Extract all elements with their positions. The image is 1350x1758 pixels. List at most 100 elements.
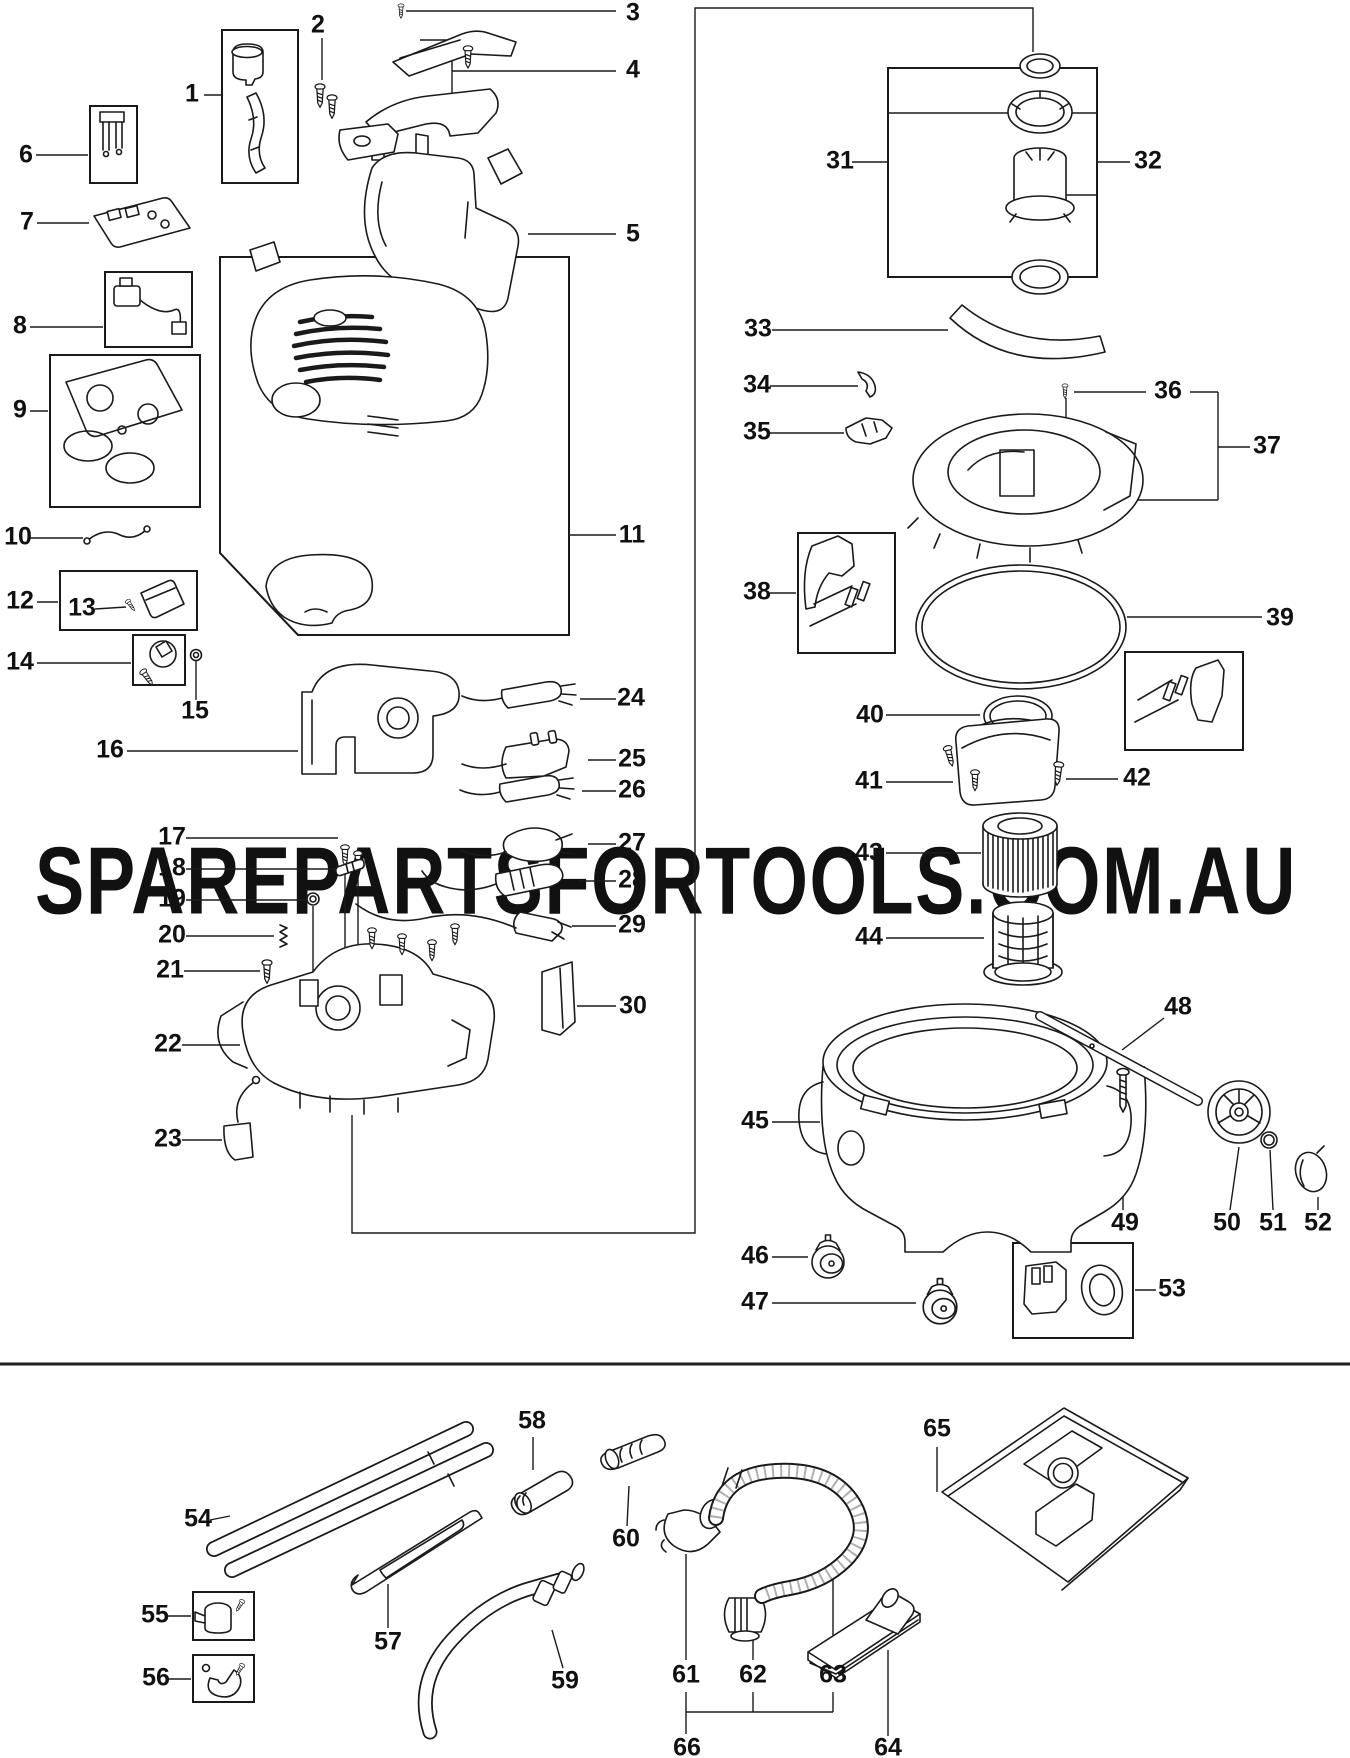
- part-45-drawing: [798, 1003, 1147, 1253]
- part-9-box: [49, 354, 201, 508]
- part-25-drawing: [461, 729, 570, 779]
- part-24-drawing: [461, 680, 577, 709]
- part-label-27: 27: [618, 829, 646, 857]
- part-38-box: [797, 532, 896, 654]
- part-12-box: [59, 570, 198, 631]
- part-44-drawing: [983, 901, 1063, 986]
- part-label-65: 65: [923, 1415, 951, 1443]
- part-27-drawing: [459, 827, 576, 863]
- part-8-box: [104, 271, 193, 348]
- part-label-14: 14: [6, 648, 34, 676]
- part-label-20: 20: [158, 921, 186, 949]
- part-label-57: 57: [374, 1628, 402, 1656]
- part-label-17: 17: [158, 823, 186, 851]
- part-41-drawing: [942, 717, 1060, 806]
- part-label-48: 48: [1164, 993, 1192, 1021]
- part-48-drawing: [1035, 1011, 1203, 1106]
- part-51-drawing: [1260, 1131, 1278, 1149]
- part-60-drawing: [600, 1433, 666, 1471]
- part-65-drawing: [941, 1407, 1189, 1591]
- part-label-50: 50: [1213, 1209, 1241, 1237]
- part-label-59: 59: [551, 1667, 579, 1695]
- part-label-45: 45: [741, 1107, 769, 1135]
- part-label-66: 66: [673, 1734, 701, 1758]
- part-label-1: 1: [185, 80, 199, 108]
- part-label-11: 11: [619, 521, 646, 549]
- part-label-62: 62: [739, 1661, 767, 1689]
- part-30-drawing: [541, 961, 576, 1036]
- part-31-box: [887, 67, 1098, 278]
- part-38-drawing: [803, 535, 871, 627]
- part-label-61: 61: [672, 1661, 700, 1689]
- part-63-drawing: [708, 1462, 869, 1604]
- part-14-drawing: [138, 640, 177, 688]
- group-boxes: [49, 29, 1244, 1703]
- part-label-28: 28: [618, 866, 646, 894]
- part-22-drawing: [217, 923, 496, 1115]
- part-9-drawing: [63, 358, 183, 484]
- part-label-9: 9: [13, 396, 27, 424]
- part-label-2: 2: [311, 11, 325, 39]
- part-62-drawing: [723, 1597, 767, 1642]
- part-label-30: 30: [619, 992, 647, 1020]
- part-label-13: 13: [68, 594, 96, 622]
- part-49-drawing: [1116, 1067, 1130, 1113]
- part-label-60: 60: [612, 1525, 640, 1553]
- part-label-49: 49: [1111, 1209, 1139, 1237]
- part-8-drawing: [113, 277, 187, 335]
- part-label-5: 5: [626, 220, 640, 248]
- part-39-drawing: [915, 564, 1127, 690]
- part-55-drawing: [194, 1598, 246, 1634]
- part-20-drawing: [279, 924, 288, 948]
- part-label-46: 46: [741, 1242, 769, 1270]
- part-7-drawing: [93, 197, 191, 248]
- part-4-drawing: [338, 30, 517, 165]
- part-label-4: 4: [626, 56, 640, 84]
- part-label-29: 29: [618, 911, 646, 939]
- latch-kit-drawing: [1134, 659, 1225, 723]
- assembly-bracket-lines: [351, 7, 1034, 1234]
- part-label-41: 41: [855, 767, 883, 795]
- part-label-33: 33: [744, 315, 772, 343]
- part-label-63: 63: [819, 1661, 847, 1689]
- part-23-drawing: [223, 1075, 261, 1161]
- part-54-drawing: [206, 1421, 494, 1578]
- part-57-drawing: [350, 1509, 483, 1595]
- part-label-26: 26: [618, 776, 646, 804]
- part-label-44: 44: [855, 923, 883, 951]
- part-label-22: 22: [154, 1030, 182, 1058]
- part-label-3: 3: [626, 0, 640, 27]
- part-label-21: 21: [156, 956, 184, 984]
- part-16-drawing: [301, 663, 460, 775]
- latch-kit-box: [1124, 651, 1244, 751]
- part-label-64: 64: [874, 1734, 902, 1758]
- part-label-51: 51: [1259, 1209, 1287, 1237]
- part-label-37: 37: [1253, 432, 1281, 460]
- part-label-24: 24: [617, 684, 645, 712]
- part-10-drawing: [83, 525, 151, 545]
- part-label-47: 47: [741, 1288, 769, 1316]
- part-18-drawing: [335, 858, 365, 877]
- part-53-drawing: [1023, 1261, 1124, 1316]
- part-5-drawing: [363, 148, 523, 313]
- part-label-38: 38: [743, 578, 771, 606]
- part-label-25: 25: [618, 745, 646, 773]
- part-37-drawing: [907, 413, 1144, 563]
- part-1-box: [221, 29, 299, 184]
- part-labels: 1 2 3 4 5 6 7 8 9 10 11 12 13 14 15 16 1…: [4, 0, 1332, 1758]
- part-34-drawing: [857, 371, 877, 398]
- part-13-drawing: [124, 579, 185, 619]
- part-64-drawing: [807, 1588, 921, 1679]
- part-6-box: [89, 105, 138, 184]
- part-19-drawing: [306, 892, 320, 906]
- part-label-32: 32: [1134, 147, 1162, 175]
- part-1-drawing: [231, 43, 266, 174]
- part-label-35: 35: [743, 418, 771, 446]
- part-label-34: 34: [743, 371, 771, 399]
- part-28-drawing: [421, 863, 564, 897]
- part-label-39: 39: [1266, 604, 1294, 632]
- part-53-box: [1012, 1242, 1134, 1339]
- part-label-53: 53: [1158, 1275, 1186, 1303]
